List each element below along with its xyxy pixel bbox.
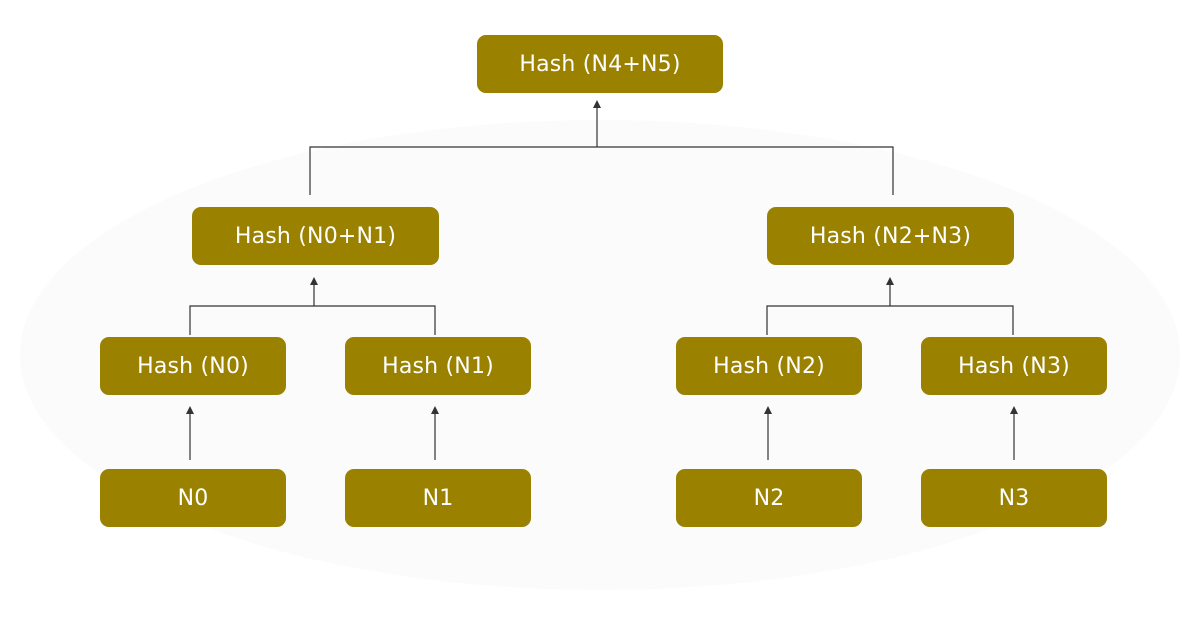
leaf-n1-node: N1	[345, 469, 531, 527]
arrowhead-root	[593, 100, 601, 108]
arrowhead-right-parent	[886, 277, 894, 285]
connector-root-bracket	[309, 146, 894, 195]
hash-n0-node: Hash (N0)	[100, 337, 286, 395]
arrowhead-n2	[764, 406, 772, 414]
arrowhead-left-parent	[310, 277, 318, 285]
root-hash-node: Hash (N4+N5)	[477, 35, 723, 93]
leaf-n2-node: N2	[676, 469, 862, 527]
arrowhead-n1	[431, 406, 439, 414]
hash-n3-node: Hash (N3)	[921, 337, 1107, 395]
arrowhead-n0	[186, 406, 194, 414]
right-parent-hash-node: Hash (N2+N3)	[767, 207, 1014, 265]
leaf-n0-node: N0	[100, 469, 286, 527]
hash-n1-node: Hash (N1)	[345, 337, 531, 395]
connector-right-bracket	[766, 305, 1014, 335]
connector-left-bracket	[189, 305, 436, 335]
left-parent-hash-node: Hash (N0+N1)	[192, 207, 439, 265]
leaf-n3-node: N3	[921, 469, 1107, 527]
hash-n2-node: Hash (N2)	[676, 337, 862, 395]
arrowhead-n3	[1010, 406, 1018, 414]
